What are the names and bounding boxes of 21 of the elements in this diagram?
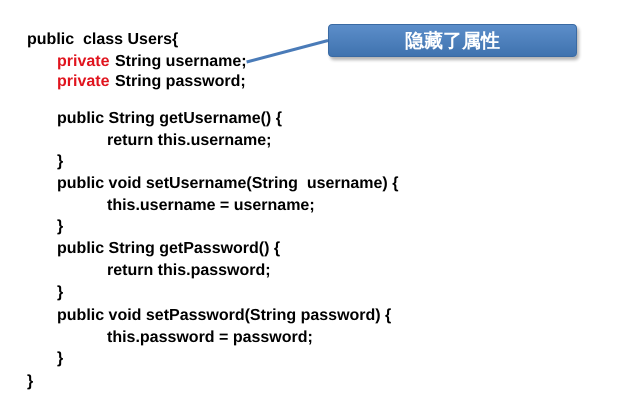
code-line: this.password = password; <box>107 329 313 347</box>
code-line: public String getPassword() { <box>57 240 280 258</box>
keyword-text: private <box>57 53 110 71</box>
callout-box <box>328 24 577 57</box>
code-line: } <box>27 373 34 391</box>
code-line: } <box>57 284 64 302</box>
code-line: public void setPassword(String password) { <box>57 307 392 325</box>
keyword-text: private <box>57 73 110 91</box>
code-line: public void setUsername(String username) { <box>57 175 398 193</box>
code-line: this.username = username; <box>107 197 315 215</box>
code-line: public String getUsername() { <box>57 110 282 128</box>
code-line: } <box>57 218 64 236</box>
callout-text: 隐藏了属性 <box>405 28 500 54</box>
code-line: } <box>57 350 64 368</box>
code-line: return this.username; <box>107 132 272 150</box>
code-line: String username; <box>115 53 247 71</box>
code-line: public class Users{ <box>27 31 178 49</box>
code-line: } <box>57 153 64 171</box>
leader-line <box>246 39 328 64</box>
code-line: return this.password; <box>107 262 271 280</box>
code-line: String password; <box>115 73 246 91</box>
